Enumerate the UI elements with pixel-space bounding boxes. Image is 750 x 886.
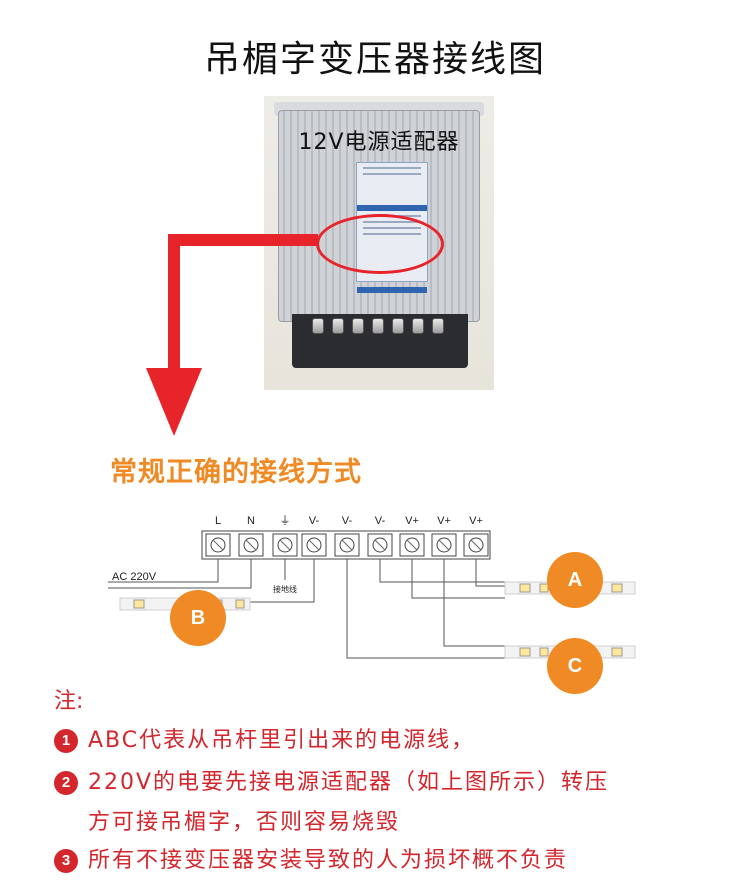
terminal-label: L xyxy=(215,515,221,527)
terminal-screw xyxy=(352,318,364,334)
notes-heading: 注: xyxy=(54,689,84,714)
note-item-3: 3 所有不接变压器安装导致的人为损坏概不负责 xyxy=(54,842,568,874)
terminal-label: V+ xyxy=(437,515,451,527)
badge-b: B xyxy=(170,590,226,646)
terminal-label: V- xyxy=(375,515,386,527)
terminal-screw xyxy=(432,318,444,334)
note-text: ABC代表从吊杆里引出来的电源线， xyxy=(88,728,476,753)
note-item-2: 2 220V的电要先接电源适配器（如上图所示）转压 xyxy=(54,764,609,796)
terminal-label: V- xyxy=(342,515,353,527)
terminal-label: V+ xyxy=(405,515,419,527)
note-text: 所有不接变压器安装导致的人为损坏概不负责 xyxy=(88,848,569,873)
badge-c: C xyxy=(547,638,603,694)
note-item-2-cont: 方可接吊楣字，否则容易烧毁 xyxy=(88,810,401,835)
note-number-2: 2 xyxy=(54,771,78,795)
section-subtitle: 常规正确的接线方式 xyxy=(110,457,362,488)
terminal-label: V+ xyxy=(469,515,483,527)
photo-label: 12V电源适配器 xyxy=(298,130,460,155)
badge-a: A xyxy=(547,552,603,608)
wiring-diagram: L N ⏚ V- V- V- V+ V+ V+ xyxy=(108,514,636,659)
terminal-screw xyxy=(312,318,324,334)
terminal-label: N xyxy=(247,515,255,527)
ac-input-label: AC 220V xyxy=(112,571,157,583)
page-title: 吊楣字变压器接线图 xyxy=(203,39,546,80)
note-item-1: 1 ABC代表从吊杆里引出来的电源线， xyxy=(54,722,475,754)
note-text: 220V的电要先接电源适配器（如上图所示）转压 xyxy=(88,770,610,795)
note-number-1: 1 xyxy=(54,729,78,753)
terminal-screw xyxy=(372,318,384,334)
terminal-label: V- xyxy=(309,515,320,527)
terminal-screw xyxy=(332,318,344,334)
terminal-screw xyxy=(412,318,424,334)
red-arrow-icon xyxy=(146,234,318,436)
terminal-label: ⏚ xyxy=(280,514,291,527)
ground-wire-label: 接地线 xyxy=(273,584,297,594)
terminal-screw xyxy=(392,318,404,334)
note-number-3: 3 xyxy=(54,849,78,873)
